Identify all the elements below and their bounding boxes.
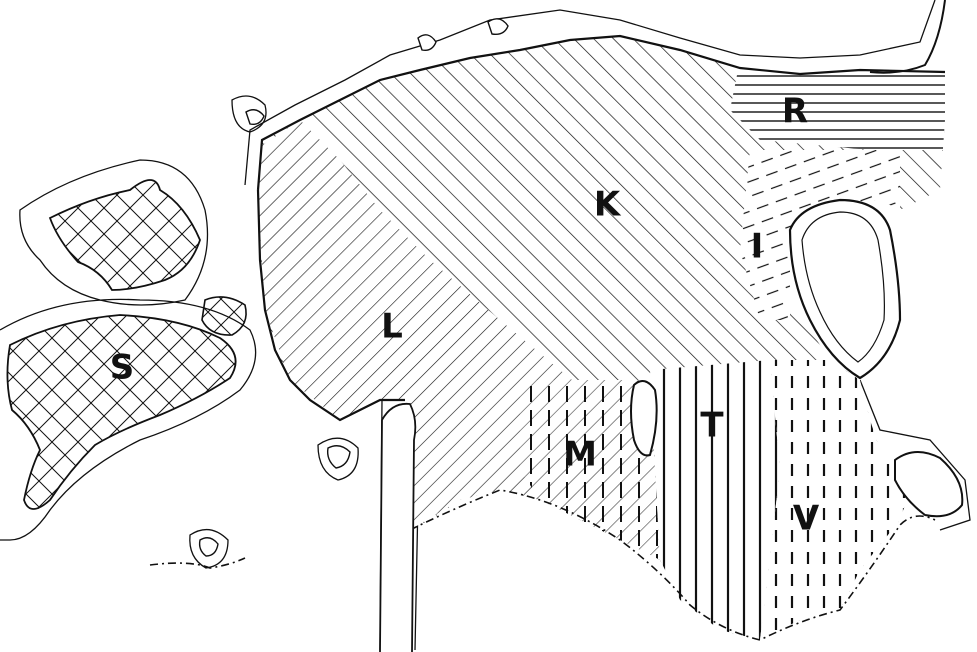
southern-border [409,489,936,641]
mainland-coastline [256,34,946,191]
west-coast [256,189,405,422]
region-label-t: T [700,406,724,446]
region-label-r: R [782,92,808,132]
parnu-river [379,402,417,652]
island-hiiumaa [48,179,201,291]
island-saaremaa [6,314,237,510]
region-label-m: M [563,435,597,475]
lake-peipus [788,198,902,380]
mainland-regions [258,36,945,640]
island-muhu [201,296,247,336]
region-label-v: V [793,499,820,539]
region-label-i: I [751,227,764,267]
region-label-s: S [110,348,135,388]
island-small-a [245,109,265,126]
islands [6,18,509,557]
region-label-l: L [381,307,403,347]
region-labels: K L R I S M T V [110,92,820,539]
region-label-k: K [594,185,622,225]
narva-river [869,0,946,74]
island-small-b [326,445,351,469]
latvian-border-west [149,557,246,569]
island-small-e [487,18,509,36]
island-small-c [198,537,219,557]
lake-pihkva [894,451,964,518]
island-small-d [417,34,437,52]
lake-vortsjarv [630,380,658,457]
